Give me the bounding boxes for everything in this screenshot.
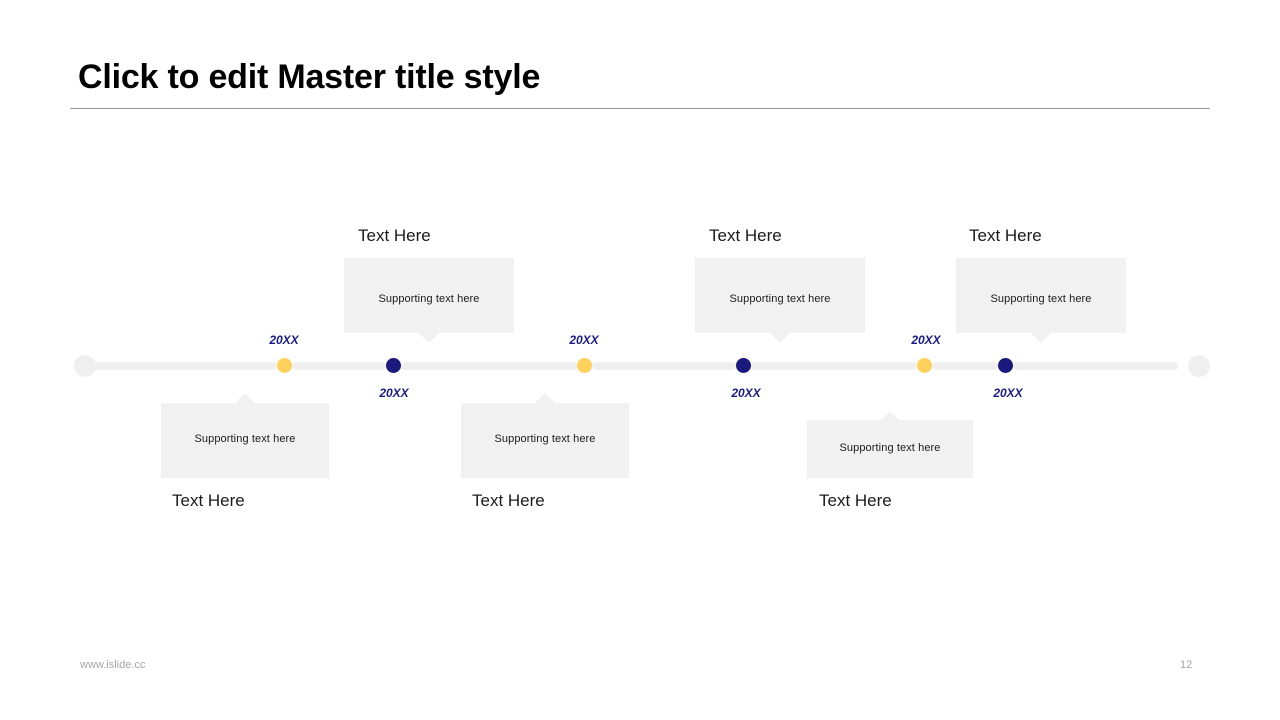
axis-segment — [592, 362, 736, 370]
year-label-5: 20XX — [911, 333, 941, 347]
timeline-node-2[interactable] — [386, 358, 401, 373]
callout-below-heading-3: Text Here — [819, 491, 892, 510]
callout-below-3[interactable]: Supporting text here — [807, 412, 973, 478]
callout-below-heading-1: Text Here — [172, 491, 245, 510]
callout-above-2[interactable]: Supporting text here — [695, 258, 865, 343]
callout-below-body-2: Supporting text here — [494, 432, 596, 445]
callout-above-1[interactable]: Supporting text here — [344, 258, 514, 343]
axis-segment — [1013, 362, 1178, 370]
timeline-node-3[interactable] — [577, 358, 592, 373]
timeline-node-4[interactable] — [736, 358, 751, 373]
axis-end-cap — [1188, 355, 1210, 377]
axis-segment — [932, 362, 998, 370]
axis-segment — [751, 362, 917, 370]
page-title: Click to edit Master title style — [78, 58, 541, 96]
callout-below-heading-2: Text Here — [472, 491, 545, 510]
callout-above-heading-3: Text Here — [969, 226, 1042, 245]
callout-below-body-1: Supporting text here — [194, 432, 296, 445]
callout-above-body-1: Supporting text here — [378, 292, 480, 305]
callout-below-1[interactable]: Supporting text here — [161, 393, 329, 478]
axis-segment — [292, 362, 386, 370]
year-label-4: 20XX — [731, 386, 761, 400]
callout-below-2[interactable]: Supporting text here — [461, 393, 629, 478]
timeline-node-5[interactable] — [917, 358, 932, 373]
title-divider — [70, 108, 1210, 109]
callout-below-body-3: Supporting text here — [839, 442, 941, 454]
year-label-3: 20XX — [569, 333, 599, 347]
footer-url[interactable]: www.islide.cc — [80, 659, 146, 671]
callout-above-body-2: Supporting text here — [729, 292, 831, 305]
callout-above-3[interactable]: Supporting text here — [956, 258, 1126, 343]
callout-above-heading-2: Text Here — [709, 226, 782, 245]
timeline-node-6[interactable] — [998, 358, 1013, 373]
callout-above-heading-1: Text Here — [358, 226, 431, 245]
year-label-1: 20XX — [269, 333, 299, 347]
axis-segment — [92, 362, 277, 370]
callout-above-body-3: Supporting text here — [990, 292, 1092, 305]
axis-start-cap — [74, 355, 96, 377]
year-label-2: 20XX — [379, 386, 409, 400]
timeline-node-1[interactable] — [277, 358, 292, 373]
year-label-6: 20XX — [993, 386, 1023, 400]
page-number: 12 — [1180, 659, 1193, 671]
axis-segment — [401, 362, 577, 370]
